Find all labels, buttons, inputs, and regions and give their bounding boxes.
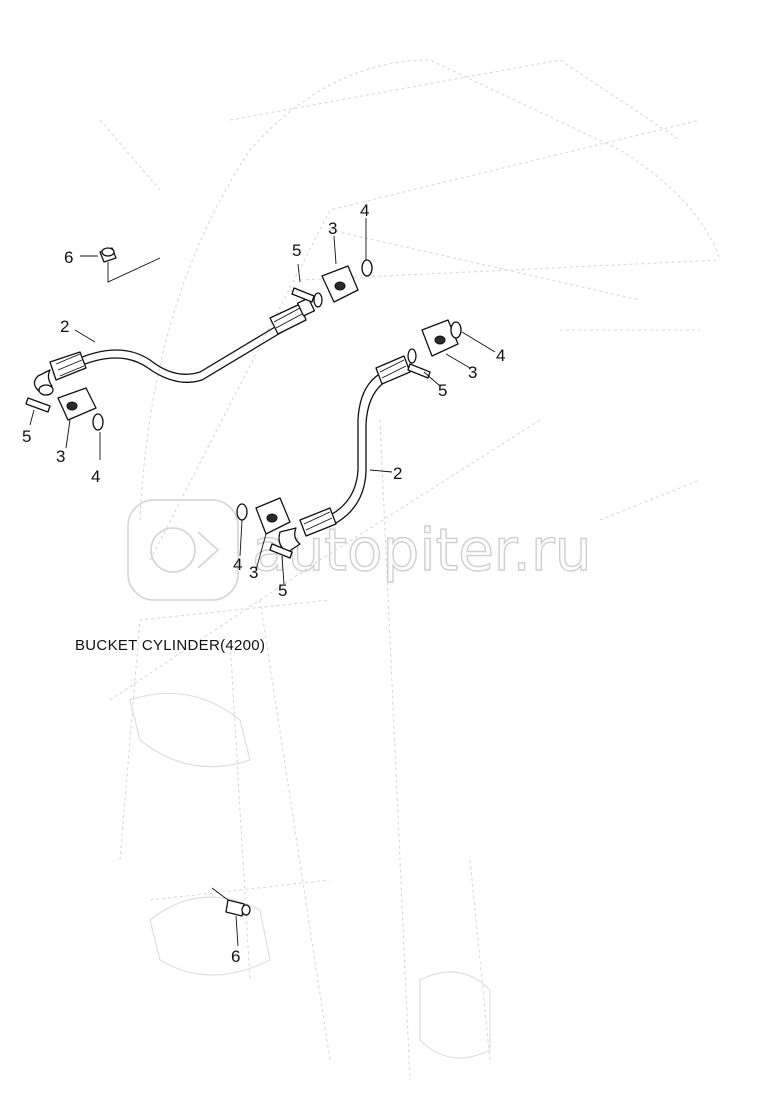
flange-set-left bbox=[25, 387, 104, 431]
callout-5-lower: 5 bbox=[278, 581, 287, 600]
callout-2-upper: 2 bbox=[60, 317, 69, 336]
callout-4-left: 4 bbox=[91, 467, 100, 486]
callout-3-top: 3 bbox=[328, 219, 337, 238]
flange-set-right bbox=[407, 319, 462, 379]
callout-6-top: 6 bbox=[64, 248, 73, 267]
callout-4-right: 4 bbox=[496, 346, 505, 365]
flange-set-lower bbox=[236, 497, 293, 559]
grease-nipple-top bbox=[99, 247, 161, 283]
callout-5-top: 5 bbox=[292, 241, 301, 260]
hose-upper bbox=[33, 292, 323, 396]
callout-leaders bbox=[29, 218, 496, 947]
callout-5-right: 5 bbox=[438, 381, 447, 400]
callout-6-bottom: 6 bbox=[231, 947, 240, 966]
diagram-caption: BUCKET CYLINDER(4200) bbox=[75, 637, 266, 654]
callout-labels: 6 5 3 4 2 4 3 5 5 3 4 2 4 3 5 6 bbox=[22, 201, 505, 966]
callout-4-top: 4 bbox=[360, 201, 369, 220]
flange-set-top bbox=[291, 259, 373, 303]
callout-3-right: 3 bbox=[468, 363, 477, 382]
callout-5-left: 5 bbox=[22, 427, 31, 446]
watermark-logo: autopiter.ru bbox=[127, 499, 592, 601]
callout-3-left: 3 bbox=[56, 447, 65, 466]
callout-2-right: 2 bbox=[393, 464, 402, 483]
background-boom-ghost bbox=[99, 59, 721, 1081]
callout-3-lower: 3 bbox=[249, 563, 258, 582]
callout-4-lower: 4 bbox=[233, 555, 242, 574]
grease-nipple-bottom bbox=[225, 899, 251, 917]
hose-right bbox=[278, 348, 417, 553]
